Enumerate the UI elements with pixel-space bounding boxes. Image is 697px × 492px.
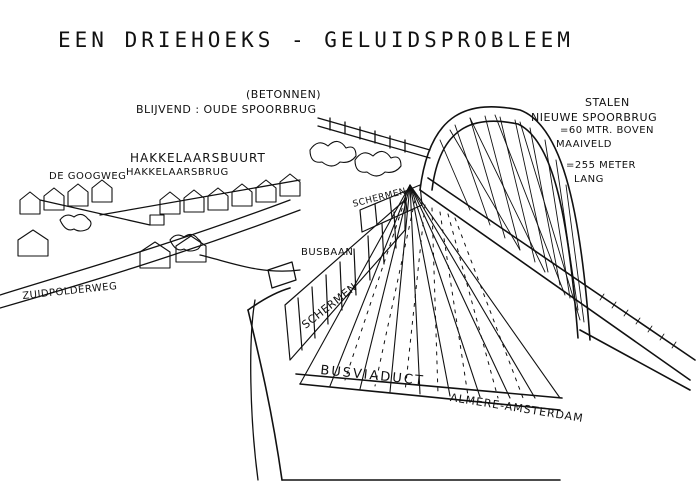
label-busbaan: BUSBAAN [301,247,354,258]
label-blijvend-oude-spoorbrug: BLIJVEND : OUDE SPOORBRUG [136,103,317,116]
label-lengte: =255 METER [566,160,636,171]
old-rail-bridge [317,117,431,159]
houses [17,173,301,269]
bridge-deck-ties [599,293,677,349]
label-nieuwe-spoorbrug: NIEUWE SPOORBRUG [531,111,658,124]
label-betonnen: (BETONNEN) [246,88,322,101]
noise-screens [284,184,423,361]
label-googweg: DE GOOGWEG [49,171,127,182]
viaduct-dashes [344,199,524,399]
roads [0,179,301,481]
page-title: EEN DRIEHOEKS - GELUIDSPROBLEEM [58,28,574,52]
steel-arch-bridge [419,106,696,391]
arch-hangers [439,114,585,323]
label-lang: LANG [574,174,604,185]
label-maaiveld: MAAIVELD [556,139,612,150]
label-stalen: STALEN [585,96,630,109]
label-hakkelaarsbrug: HAKKELAARSBRUG [126,167,229,178]
tree-clusters [59,140,402,252]
embankment [247,287,563,481]
label-hakkelaarsbuurt: HAKKELAARSBUURT [130,151,266,165]
label-hoogte: =60 MTR. BOVEN [560,125,654,136]
